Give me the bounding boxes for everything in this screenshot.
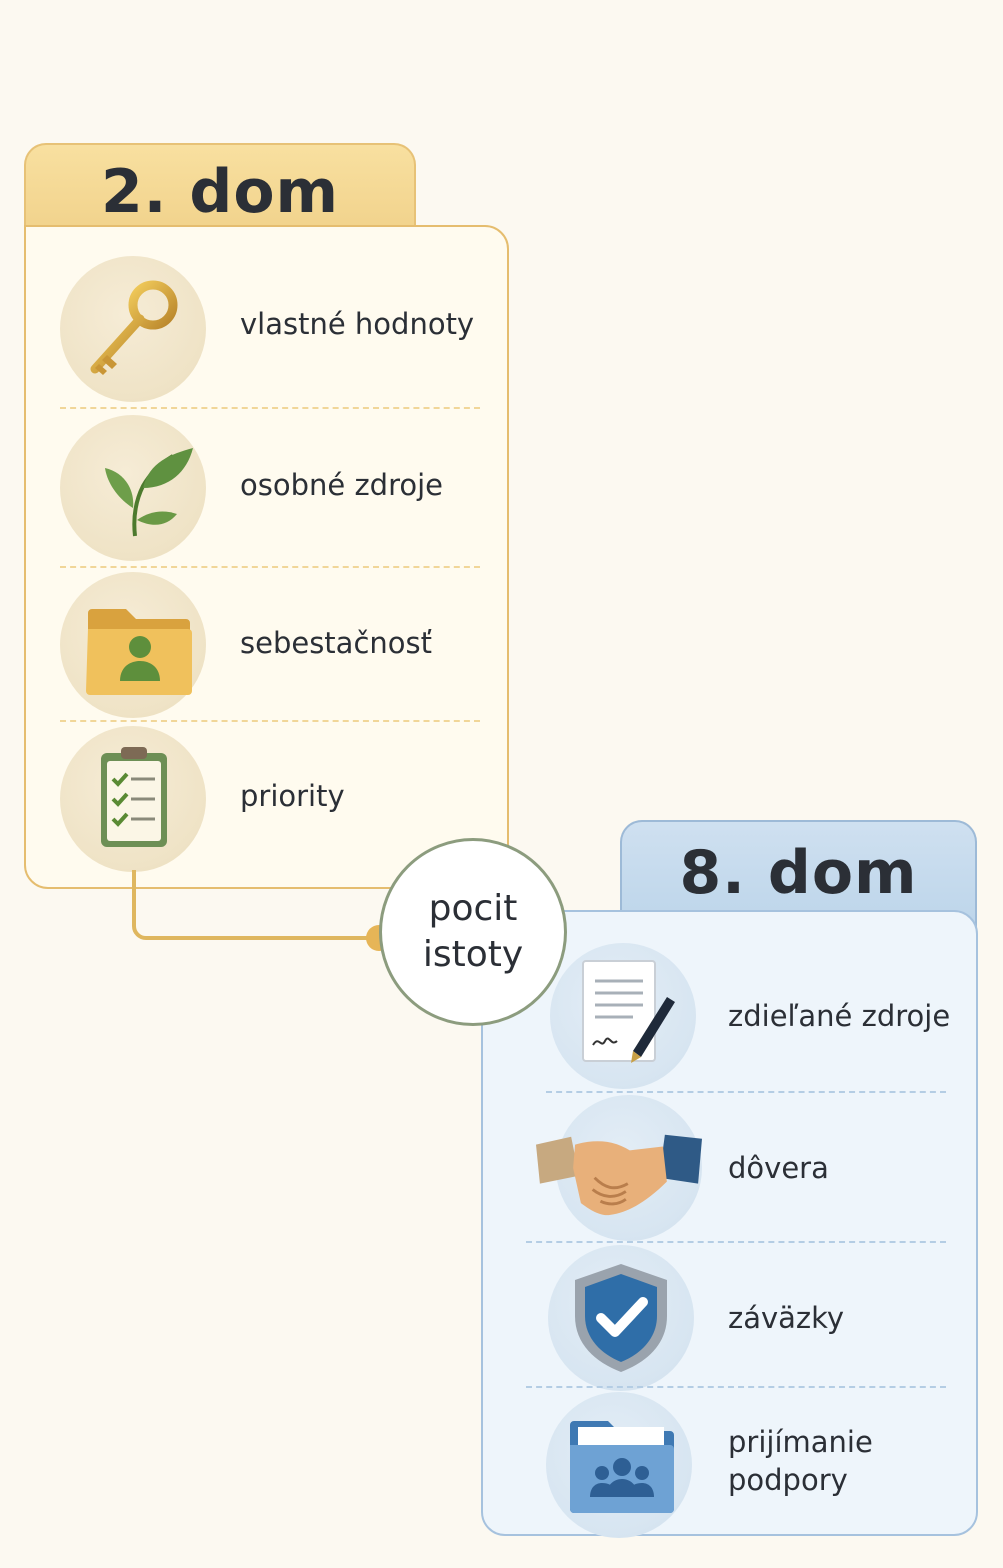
folder-group-icon (546, 1392, 692, 1538)
center-circle: pocit istoty (379, 838, 567, 1026)
house-2-title: 2. dom (100, 157, 340, 227)
key-icon (60, 256, 206, 402)
folder-person-icon (60, 572, 206, 718)
divider (60, 720, 480, 722)
connector-house-2 (132, 870, 378, 940)
house-2-item-label: sebestačnosť (240, 626, 432, 660)
handshake-icon (536, 1095, 702, 1241)
divider (526, 1386, 946, 1388)
divider (60, 566, 480, 568)
leaf-sprout-icon (60, 415, 206, 561)
checklist-clipboard-icon (60, 726, 206, 872)
divider (546, 1091, 946, 1093)
divider (60, 407, 480, 409)
house-2-item-label: osobné zdroje (240, 468, 443, 502)
shield-check-icon (548, 1245, 694, 1391)
house-2-item-label: vlastné hodnoty (240, 307, 475, 341)
center-label: pocit istoty (422, 888, 524, 975)
house-8-item-label: dôvera (728, 1151, 829, 1185)
house-8-item-label: záväzky (728, 1301, 845, 1335)
house-8-item-label: prijímanie podpory (728, 1425, 873, 1497)
divider (526, 1241, 946, 1243)
signed-document-icon (550, 943, 696, 1089)
house-2-item-label: priority (240, 779, 345, 813)
house-8-item-label: zdieľané zdroje (728, 999, 951, 1033)
house-8-title: 8. dom (679, 838, 918, 908)
